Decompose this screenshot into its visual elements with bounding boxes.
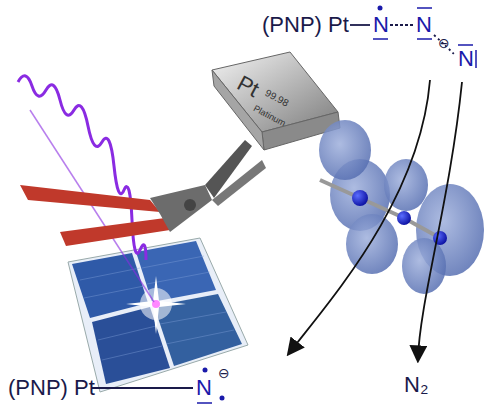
orbital-molecule <box>319 120 484 294</box>
nitrene-structure <box>92 368 225 404</box>
platinum-bar <box>212 52 340 150</box>
charge-label: ⊖ <box>218 366 230 380</box>
complex-label: (PNP) Pt <box>8 377 95 399</box>
reaction-arrow <box>290 80 430 352</box>
pliers <box>20 140 266 246</box>
complex-label: (PNP) Pt <box>262 14 349 36</box>
light-flash <box>126 276 186 334</box>
atom-label: N <box>458 48 474 70</box>
atom-label: N <box>416 14 432 36</box>
product-label: N₂ <box>404 374 428 396</box>
azide-structure <box>350 6 476 69</box>
atom-label: N <box>196 377 212 399</box>
reaction-arrow <box>418 82 462 358</box>
atom-label: N <box>373 14 389 36</box>
charge-label: ⊖ <box>438 36 450 50</box>
solar-panel <box>68 238 248 392</box>
